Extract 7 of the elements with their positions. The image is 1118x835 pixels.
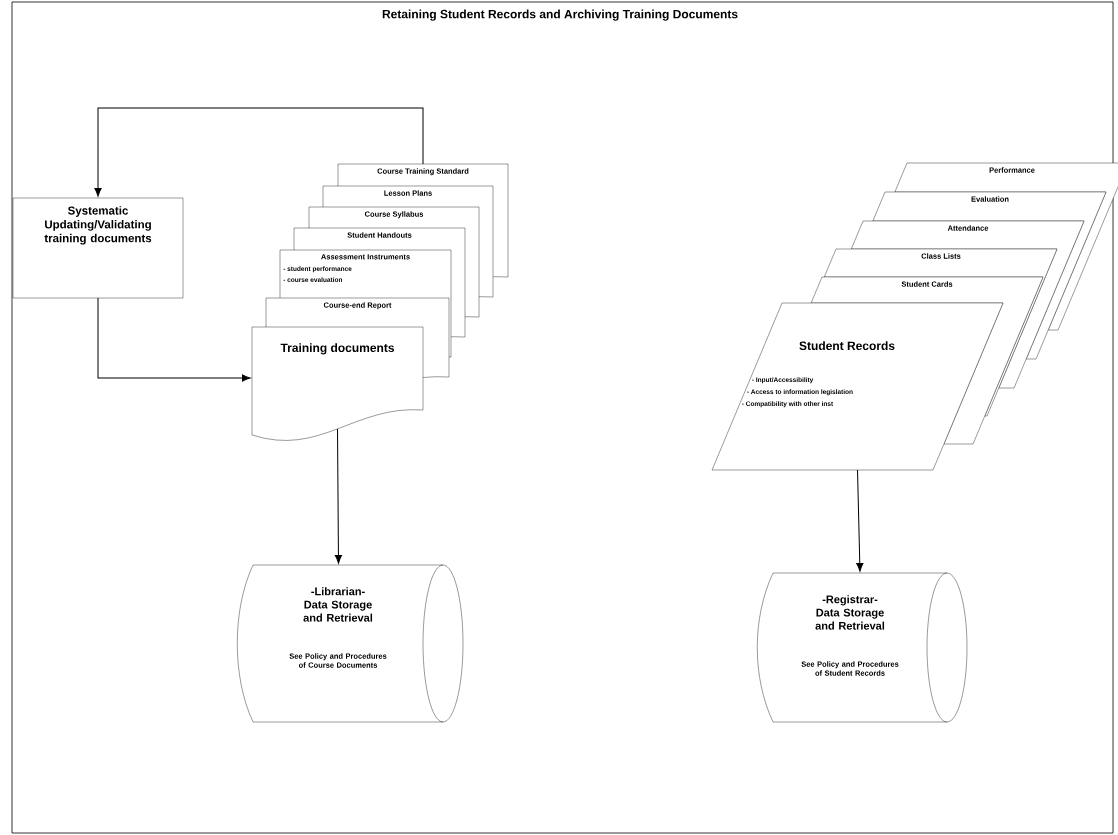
process-box: Systematic Updating/Validating training documents xyxy=(12,197,184,299)
title: Retaining Student Records and Archiving Training Documents xyxy=(382,9,738,21)
document-page: Training documents xyxy=(251,326,424,441)
arrow xyxy=(334,428,343,564)
arrow xyxy=(94,107,424,197)
arrow xyxy=(97,297,251,382)
arrow xyxy=(856,469,864,572)
